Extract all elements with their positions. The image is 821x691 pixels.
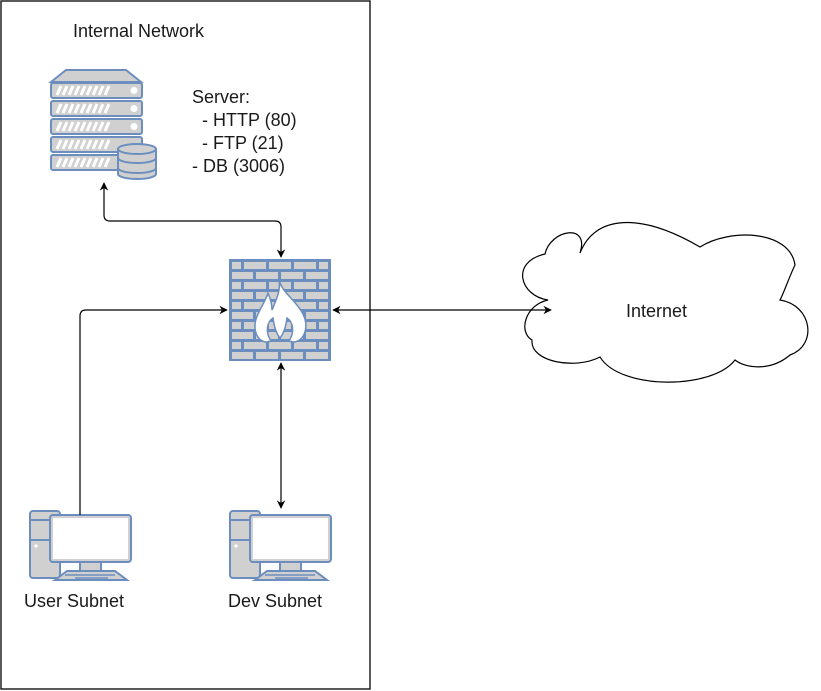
user-subnet-label: User Subnet	[24, 591, 125, 611]
server-service-http: - HTTP (80)	[192, 110, 297, 130]
connector-firewall-server[interactable]	[99, 182, 286, 258]
firewall-icon[interactable]	[229, 259, 331, 361]
internet-label: Internet	[626, 301, 688, 321]
dev-subnet-computer-icon[interactable]	[229, 510, 332, 581]
server-label-title: Server:	[192, 87, 251, 107]
server-service-db: - DB (3006)	[192, 156, 286, 176]
database-icon	[117, 143, 157, 180]
server-service-ftp: - FTP (21)	[192, 133, 284, 153]
internet-cloud[interactable]	[522, 221, 809, 383]
internal-network-container[interactable]	[0, 0, 371, 690]
internal-network-label: Internal Network	[73, 21, 205, 41]
dev-subnet-label: Dev Subnet	[228, 591, 323, 611]
connector-user-firewall[interactable]	[79, 305, 228, 515]
user-subnet-computer-icon[interactable]	[29, 510, 132, 581]
flame-icon	[254, 278, 307, 343]
